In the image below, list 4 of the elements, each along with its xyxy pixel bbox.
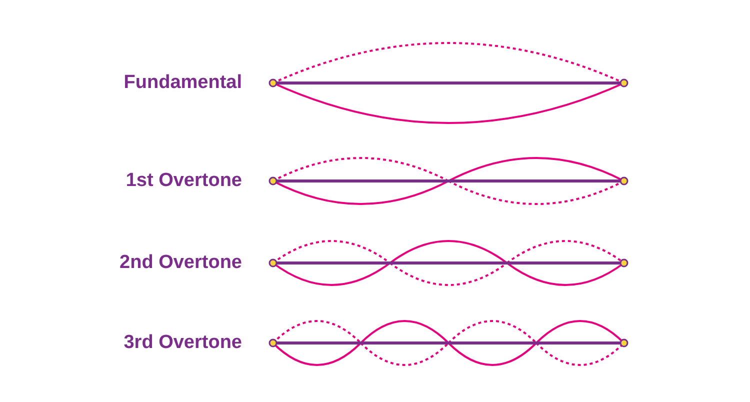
harmonic-label: 3rd Overtone (124, 332, 242, 354)
harmonic-label: 2nd Overtone (120, 252, 242, 274)
harmonic-label: Fundamental (124, 72, 242, 94)
harmonic-label: 1st Overtone (126, 170, 242, 192)
